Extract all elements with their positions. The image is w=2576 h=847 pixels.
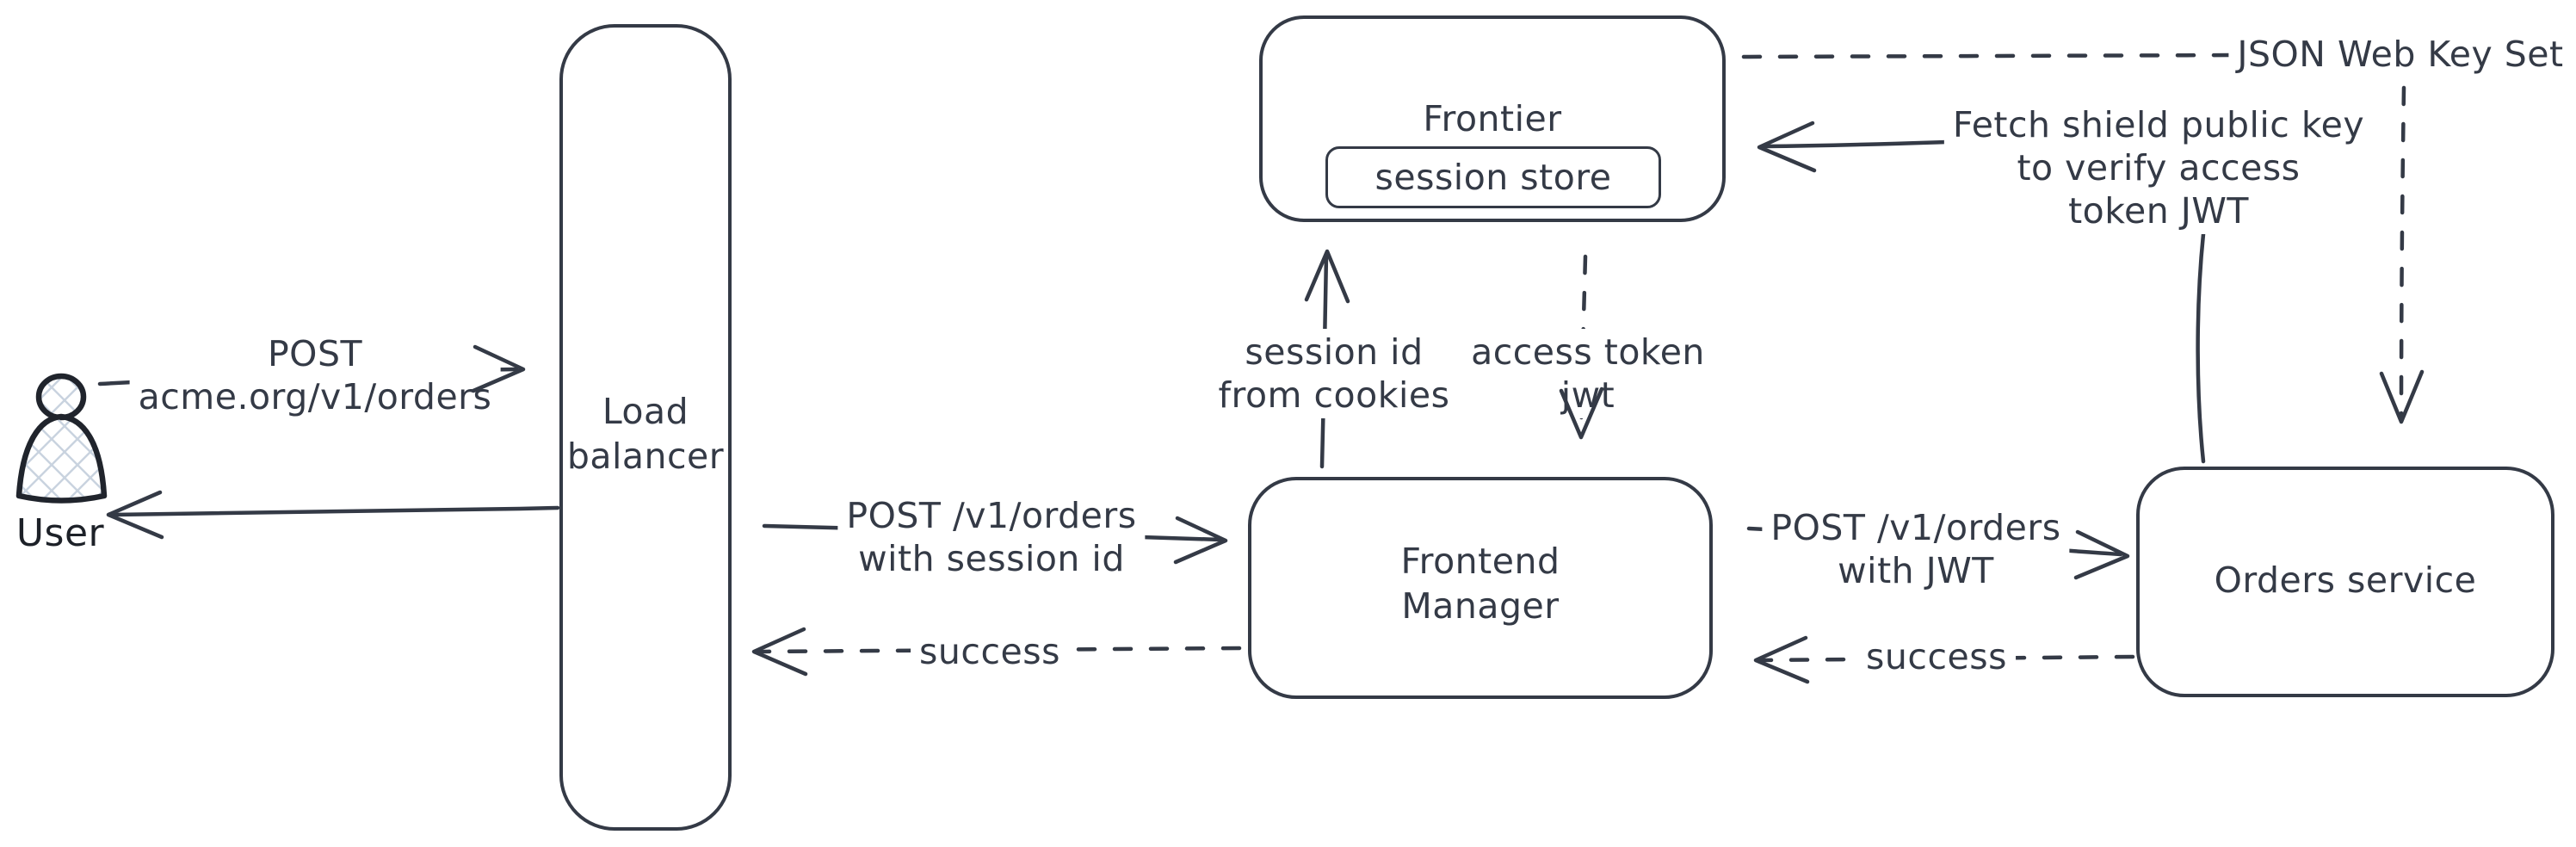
node-orders-service: [2136, 467, 2554, 697]
node-session-store: [1325, 146, 1661, 208]
user-icon: [15, 373, 108, 504]
orders-service-label: Orders service: [2214, 560, 2477, 601]
session-store-label: session store: [1374, 157, 1612, 198]
node-load-balancer: [559, 24, 732, 831]
arrowhead-left-at-frontend-manager-dashed: [1753, 635, 1810, 684]
arrowhead-right-at-orders-service: [2073, 529, 2130, 580]
arrow-jwks-to-orders-service: [2399, 85, 2406, 419]
frontend-manager-label: Frontend Manager: [1400, 541, 1560, 627]
user-label: User: [15, 511, 105, 555]
edge-label-user-to-load-balancer: POST acme.org/v1/orders: [129, 331, 501, 420]
edge-label-frontend-manager-to-orders-service: POST /v1/orders with JWT: [1762, 504, 2070, 594]
edge-label-json-web-key-set: JSON Web Key Set: [2228, 31, 2573, 77]
node-frontend-manager: [1248, 477, 1713, 699]
edge-label-fetch-shield-public-key: Fetch shield public key to verify access…: [1943, 102, 2374, 234]
arrow-orders-service-to-frontier-vertical: [2196, 232, 2206, 464]
edge-label-access-token-jwt: access token jwt: [1462, 329, 1714, 418]
edge-label-session-id-from-cookies: session id from cookies: [1209, 329, 1459, 418]
arrowhead-left-at-frontier-fetch: [1757, 121, 1817, 173]
load-balancer-label: Load balancer: [566, 391, 725, 477]
line-frontier-to-jwks: [1741, 53, 2239, 59]
edge-label-success-left: success: [911, 628, 1069, 675]
arrowhead-up-at-frontier: [1304, 249, 1350, 304]
arrowhead-down-at-orders-service: [2379, 369, 2425, 424]
arrowhead-left-at-user: [106, 490, 164, 540]
frontier-label: Frontier: [1423, 98, 1562, 139]
arrowhead-right-at-frontend-manager: [1173, 516, 1228, 565]
edge-label-success-right: success: [1857, 634, 2016, 680]
edge-label-load-balancer-to-frontend-manager: POST /v1/orders with session id: [837, 492, 1146, 582]
arrowhead-left-at-load-balancer-dashed: [751, 627, 808, 677]
arrow-load-balancer-to-user: [111, 505, 560, 517]
